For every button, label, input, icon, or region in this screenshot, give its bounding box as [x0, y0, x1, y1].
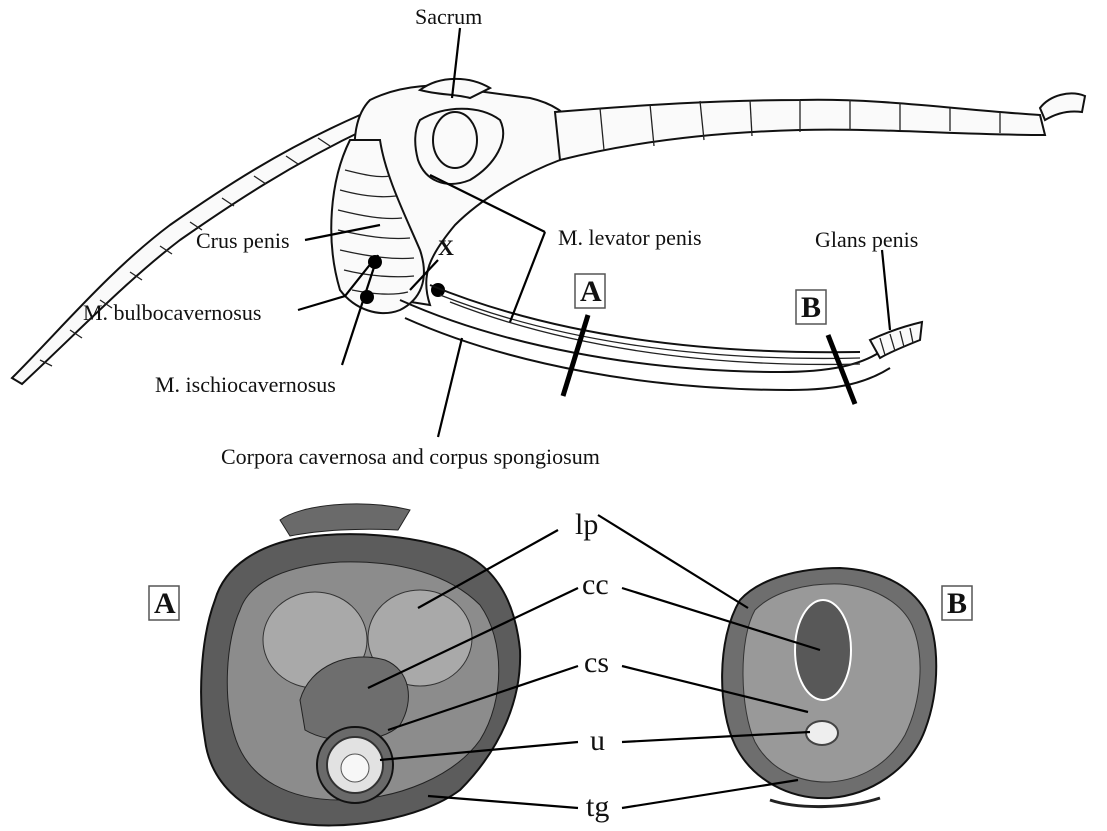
- tail-vertebrae: [12, 115, 368, 384]
- abbr-cc: cc: [582, 568, 609, 601]
- section-marker-a-upper: A: [575, 274, 605, 308]
- cross-section-a: [201, 504, 520, 826]
- abbr-cs: cs: [584, 646, 609, 679]
- label-corpora: Corpora cavernosa and corpus spongiosum: [221, 444, 600, 469]
- skeleton-drawing: [12, 79, 1085, 404]
- label-levator-penis: M. levator penis: [558, 225, 702, 250]
- abbr-u: u: [590, 724, 605, 757]
- abbr-tg: tg: [586, 790, 609, 823]
- abbr-lp: lp: [575, 508, 598, 541]
- svg-text:B: B: [801, 291, 821, 324]
- cross-section-b: [722, 568, 936, 807]
- label-bulbocavernosus: M. bulbocavernosus: [83, 300, 261, 325]
- label-glans-penis: Glans penis: [815, 227, 918, 252]
- section-marker-b-lower: B: [942, 586, 972, 620]
- svg-text:B: B: [947, 587, 967, 620]
- section-marker-a-lower: A: [149, 586, 179, 620]
- label-sacrum: Sacrum: [415, 4, 482, 29]
- section-cut-b: [828, 335, 855, 404]
- spine-vertebrae: [555, 93, 1085, 160]
- svg-text:A: A: [154, 587, 176, 620]
- svg-text:A: A: [580, 275, 602, 308]
- section-marker-b-upper: B: [796, 290, 826, 324]
- label-ischiocavernosus: M. ischiocavernosus: [155, 372, 336, 397]
- glans: [870, 322, 922, 358]
- label-crus-penis: Crus penis: [196, 228, 290, 253]
- label-x-marker: X: [438, 235, 454, 260]
